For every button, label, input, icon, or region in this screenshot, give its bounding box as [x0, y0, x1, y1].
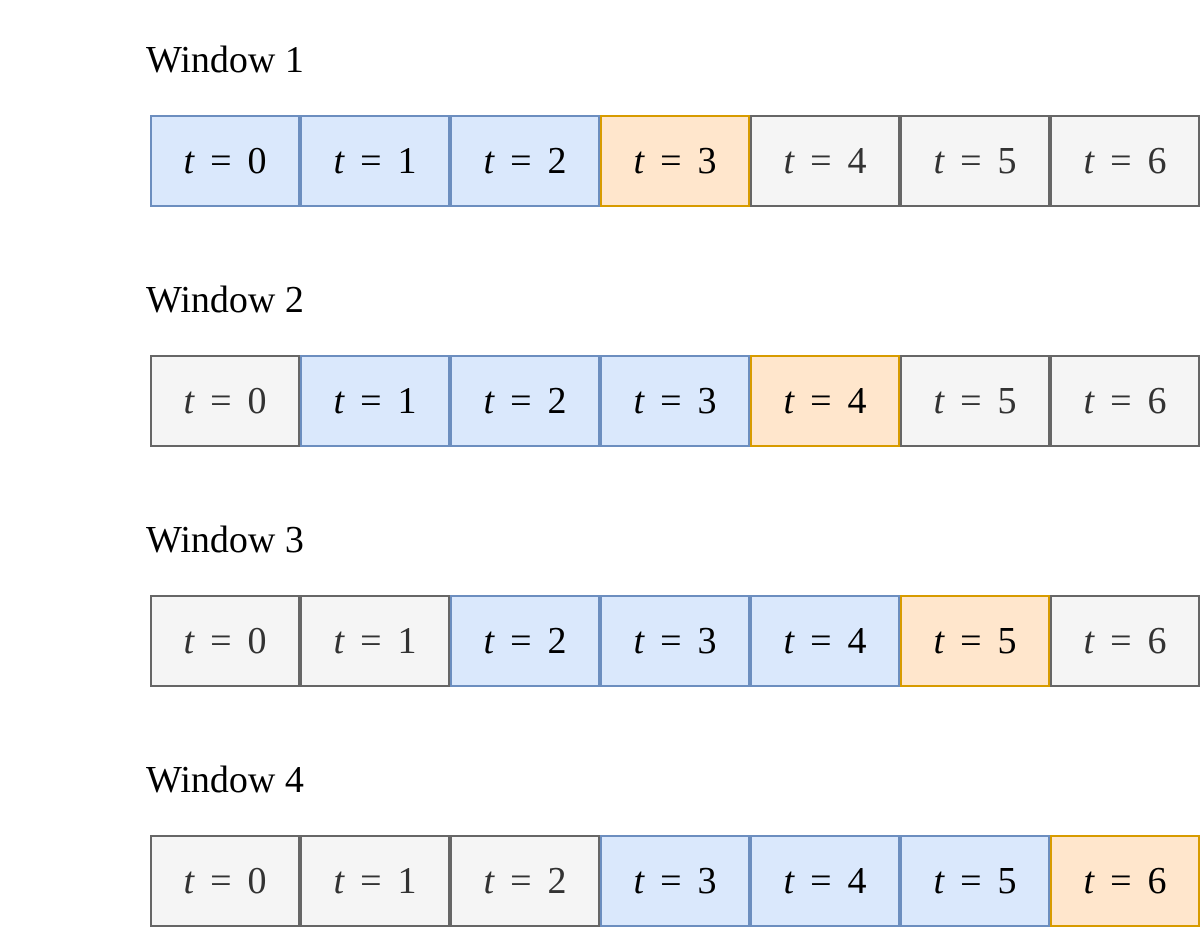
timestep-row: t=0 t=1 t=2 t=3 t=4 t=5 t=6 — [150, 115, 1202, 207]
inactive-timestep-cell: t=2 — [450, 835, 600, 927]
context-timestep-cell: t=2 — [450, 115, 600, 207]
context-timestep-cell: t=1 — [300, 115, 450, 207]
context-timestep-cell: t=2 — [450, 355, 600, 447]
context-timestep-cell: t=0 — [150, 115, 300, 207]
timestep-row: t=0 t=1 t=2 t=3 t=4 t=5 t=6 — [150, 835, 1202, 927]
context-timestep-cell: t=2 — [450, 595, 600, 687]
inactive-timestep-cell: t=6 — [1050, 115, 1200, 207]
context-timestep-cell: t=1 — [300, 355, 450, 447]
window-title: Window 2 — [146, 279, 304, 321]
inactive-timestep-cell: t=0 — [150, 835, 300, 927]
inactive-timestep-cell: t=5 — [900, 355, 1050, 447]
inactive-timestep-cell: t=0 — [150, 355, 300, 447]
inactive-timestep-cell: t=0 — [150, 595, 300, 687]
context-timestep-cell: t=4 — [750, 835, 900, 927]
target-timestep-cell: t=4 — [750, 355, 900, 447]
timestep-row: t=0 t=1 t=2 t=3 t=4 t=5 t=6 — [150, 355, 1202, 447]
window-title: Window 1 — [146, 39, 304, 81]
inactive-timestep-cell: t=4 — [750, 115, 900, 207]
inactive-timestep-cell: t=1 — [300, 835, 450, 927]
inactive-timestep-cell: t=1 — [300, 595, 450, 687]
window-title: Window 4 — [146, 759, 304, 801]
timestep-row: t=0 t=1 t=2 t=3 t=4 t=5 t=6 — [150, 595, 1202, 687]
context-timestep-cell: t=3 — [600, 355, 750, 447]
context-timestep-cell: t=3 — [600, 835, 750, 927]
context-timestep-cell: t=5 — [900, 835, 1050, 927]
target-timestep-cell: t=3 — [600, 115, 750, 207]
target-timestep-cell: t=6 — [1050, 835, 1200, 927]
context-timestep-cell: t=4 — [750, 595, 900, 687]
inactive-timestep-cell: t=6 — [1050, 595, 1200, 687]
inactive-timestep-cell: t=6 — [1050, 355, 1200, 447]
inactive-timestep-cell: t=5 — [900, 115, 1050, 207]
context-timestep-cell: t=3 — [600, 595, 750, 687]
target-timestep-cell: t=5 — [900, 595, 1050, 687]
window-title: Window 3 — [146, 519, 304, 561]
